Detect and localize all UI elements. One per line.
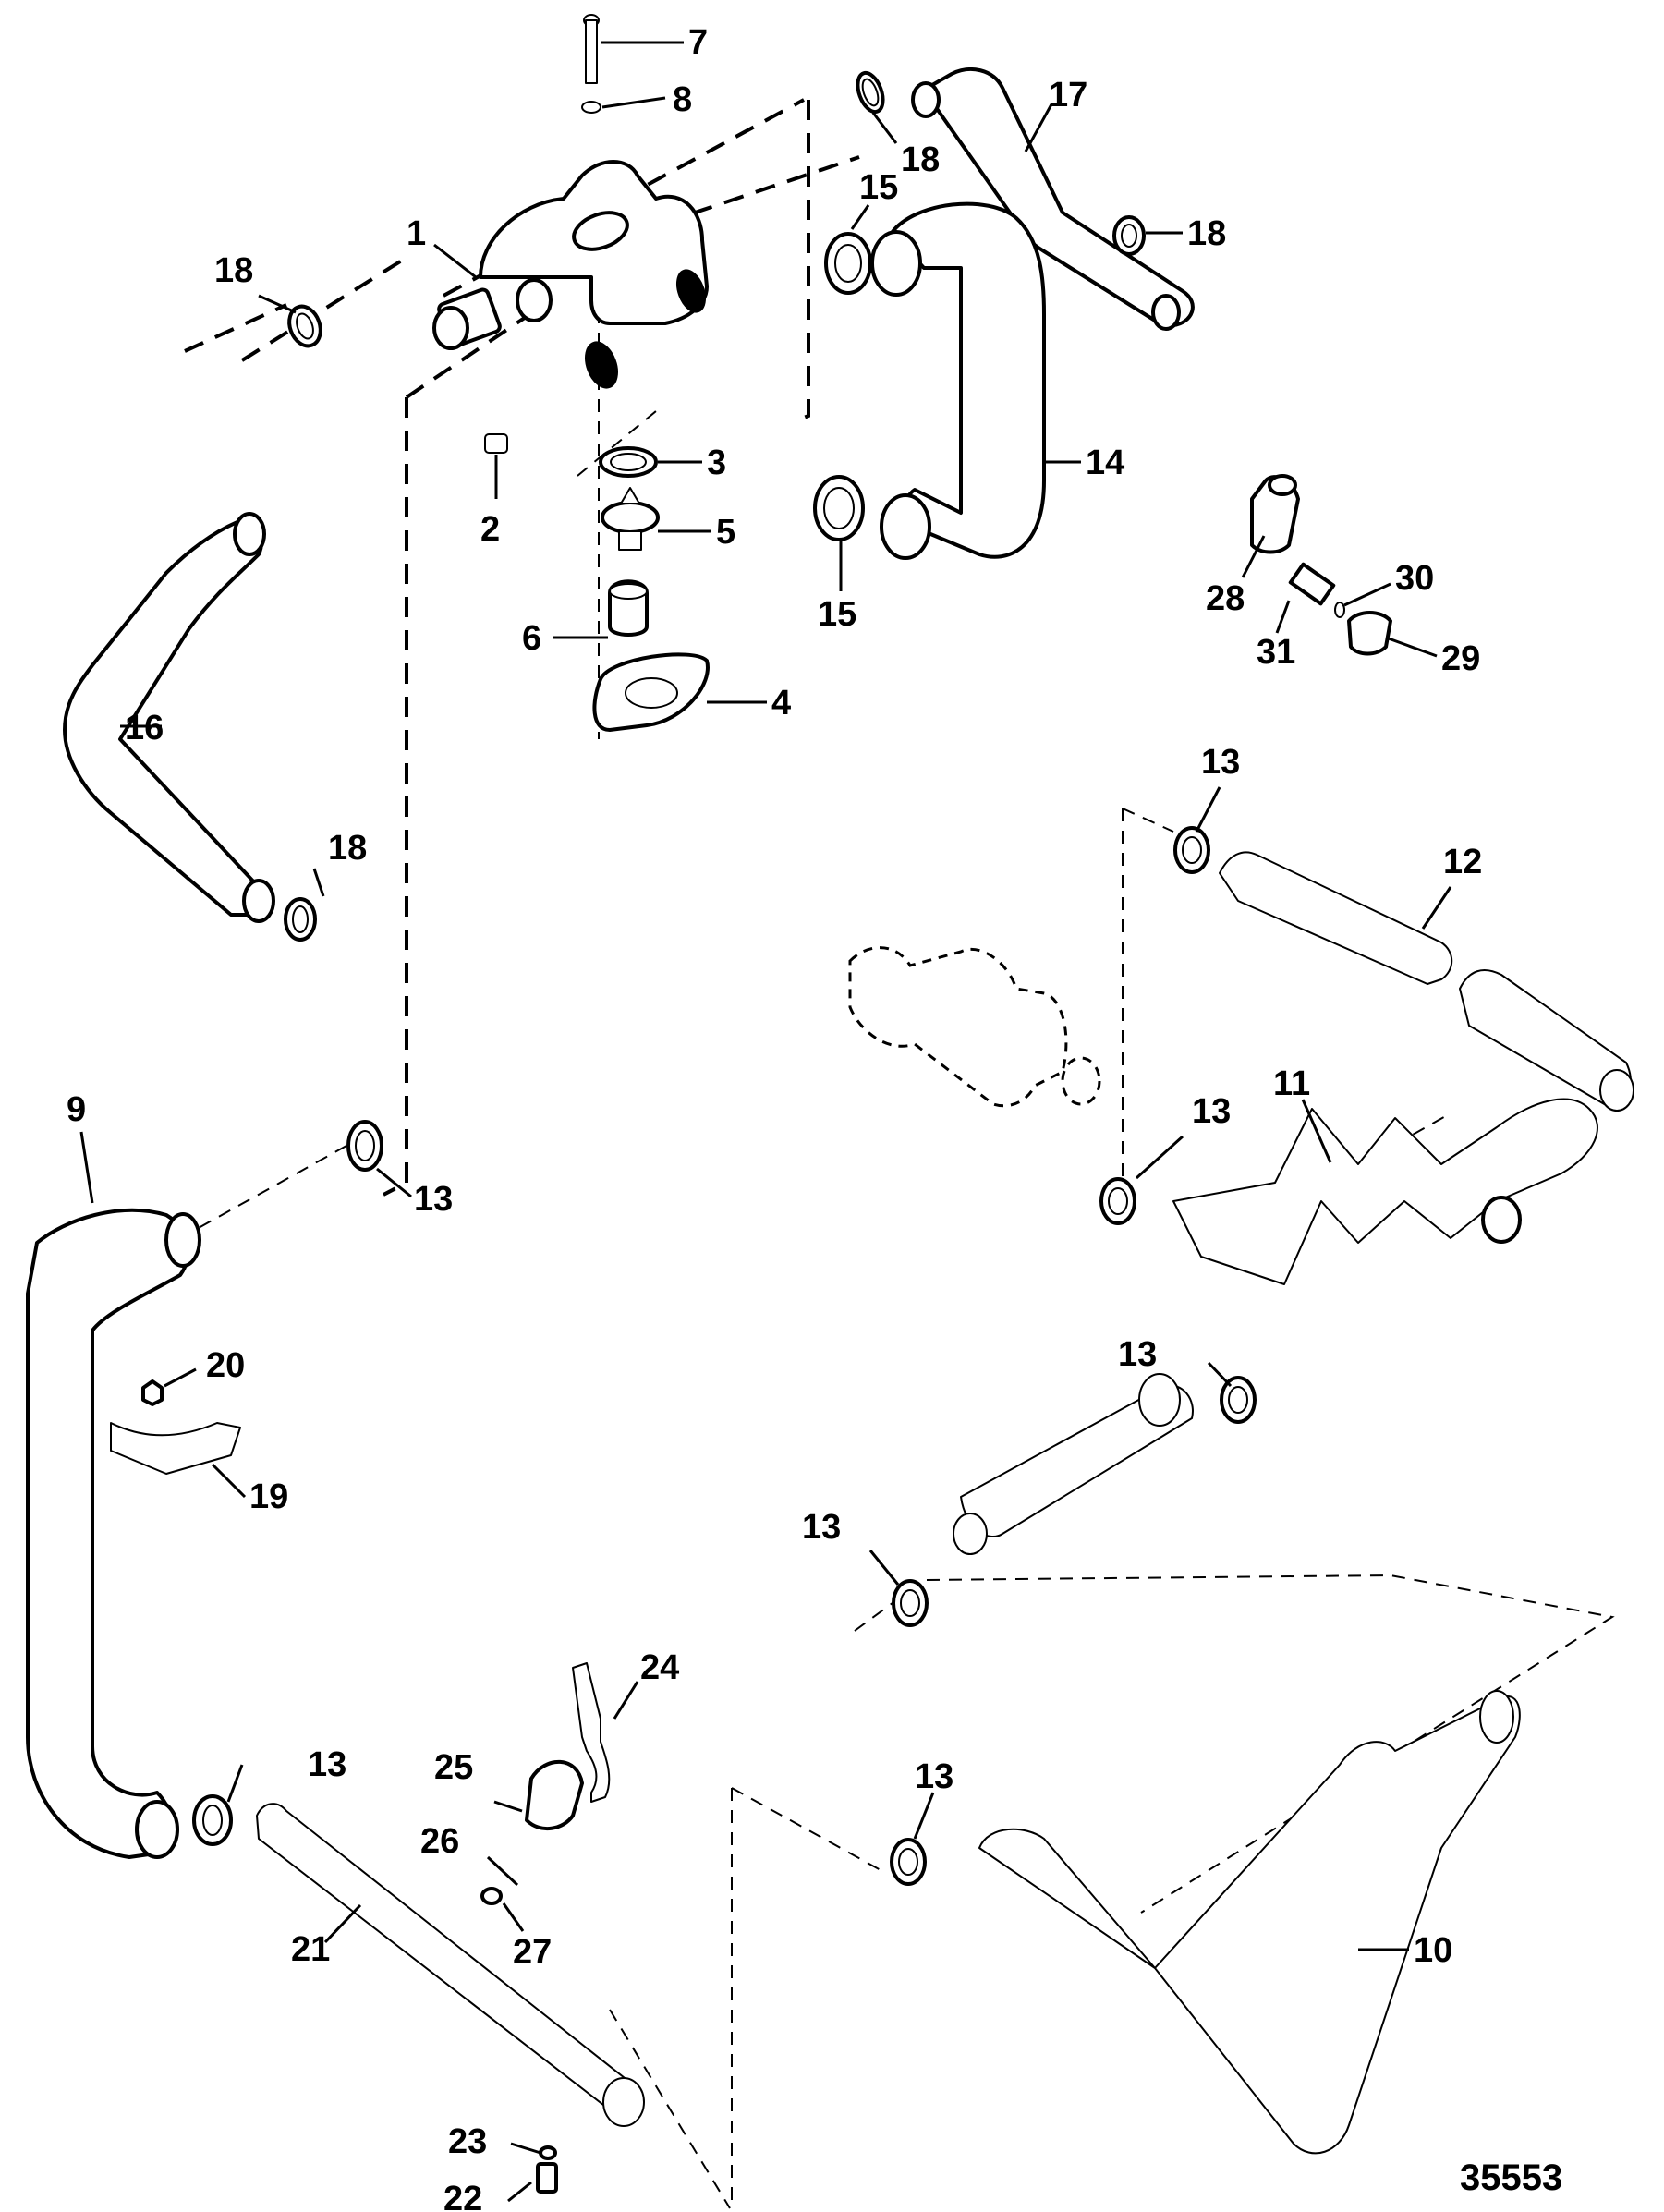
clamp-13-bottom-right[interactable]	[890, 1792, 935, 1886]
clamp-18-lower[interactable]	[284, 868, 325, 942]
callout-18a: 18	[214, 251, 253, 290]
part-fitting[interactable]	[1241, 474, 1300, 578]
callout-labels: 1 2 3 4 5 6 7 8 9 10 11 12 13 13 13 13 1…	[67, 23, 1562, 2212]
part-hose-9[interactable]	[26, 1131, 201, 1859]
part-drain-plug[interactable]	[507, 2162, 558, 2203]
part-thermostat[interactable]	[601, 487, 711, 551]
clamp-18-top[interactable]	[853, 69, 898, 144]
callout-21: 21	[291, 1930, 330, 1969]
clamp-13-left-bottom[interactable]	[192, 1764, 244, 1846]
part-nut-small[interactable]	[480, 1887, 525, 1932]
callout-27: 27	[513, 1933, 552, 1972]
callout-18d: 18	[328, 829, 367, 868]
part-washer-small[interactable]	[1334, 582, 1391, 618]
part-gasket[interactable]	[592, 652, 767, 732]
callout-30: 30	[1395, 559, 1434, 598]
part-nut[interactable]	[141, 1367, 197, 1406]
callout-16: 16	[125, 709, 164, 747]
part-sender[interactable]	[1347, 611, 1438, 658]
part-hose-16[interactable]	[63, 512, 275, 923]
part-thermostat-housing[interactable]	[432, 160, 711, 393]
callout-12: 12	[1443, 843, 1482, 881]
callout-10: 10	[1414, 1931, 1452, 1970]
clamp-18-left[interactable]	[258, 294, 326, 350]
callout-13g: 13	[915, 1757, 953, 1796]
clamp-18-right[interactable]	[1112, 215, 1183, 256]
callout-17: 17	[1049, 76, 1087, 115]
part-plug[interactable]	[484, 433, 508, 499]
part-adapter[interactable]	[1275, 562, 1336, 634]
part-heat-exchanger	[848, 946, 1101, 1108]
figure-number: 35553	[1460, 2157, 1562, 2198]
part-thermostat-sleeve[interactable]	[553, 579, 649, 639]
callout-29: 29	[1441, 639, 1480, 678]
clamp-13-cooler-left[interactable]	[868, 1550, 929, 1627]
callout-18b: 18	[901, 140, 940, 179]
callout-14: 14	[1086, 444, 1124, 482]
callout-20: 20	[206, 1346, 245, 1385]
callout-22: 22	[443, 2180, 482, 2212]
clamp-15-bottom[interactable]	[813, 475, 865, 591]
callout-9: 9	[67, 1090, 86, 1129]
callout-26: 26	[420, 1822, 459, 1861]
callout-25: 25	[434, 1748, 473, 1787]
clamp-13-left-top[interactable]	[346, 1120, 412, 1198]
callout-1: 1	[407, 214, 426, 253]
callout-15b: 15	[818, 595, 856, 634]
part-hose-10[interactable]	[978, 1690, 1521, 2155]
callout-7: 7	[688, 23, 708, 62]
callout-18c: 18	[1187, 214, 1226, 253]
callout-13a: 13	[414, 1180, 453, 1219]
part-hose-11[interactable]	[1172, 1098, 1598, 1285]
part-strap[interactable]	[110, 1422, 247, 1499]
clamp-13-mid-right[interactable]	[1099, 1135, 1184, 1225]
callout-2: 2	[480, 510, 500, 549]
callout-11: 11	[1273, 1064, 1310, 1103]
callout-13d: 13	[1118, 1335, 1157, 1374]
clamp-15-top[interactable]	[824, 204, 872, 295]
callout-24: 24	[640, 1648, 679, 1687]
part-seal[interactable]	[599, 446, 702, 478]
part-hose-14[interactable]	[870, 201, 1081, 560]
callout-19: 19	[249, 1477, 288, 1516]
callout-13b: 13	[1201, 743, 1240, 782]
callout-31: 31	[1257, 633, 1295, 672]
callout-13f: 13	[308, 1745, 346, 1784]
callout-13e: 13	[802, 1508, 841, 1547]
part-oil-cooler	[953, 1373, 1194, 1555]
callout-23: 23	[448, 2122, 487, 2161]
part-hose-12[interactable]	[1219, 851, 1634, 1112]
part-washer[interactable]	[581, 96, 666, 114]
part-clamp[interactable]	[486, 1759, 584, 1887]
callout-4: 4	[771, 684, 791, 723]
part-tube[interactable]	[256, 1803, 645, 2127]
part-bolt[interactable]	[583, 14, 684, 84]
part-o-ring[interactable]	[510, 2142, 557, 2160]
callout-8: 8	[673, 80, 692, 119]
part-bracket[interactable]	[572, 1662, 639, 1803]
clamp-13-cooler-right[interactable]	[1207, 1361, 1257, 1424]
callout-3: 3	[707, 444, 726, 482]
callout-5: 5	[716, 513, 735, 552]
clamp-13-upper-right[interactable]	[1173, 786, 1221, 874]
callout-13c: 13	[1192, 1092, 1231, 1131]
callout-15a: 15	[859, 168, 898, 207]
callout-28: 28	[1206, 579, 1245, 618]
callout-6: 6	[522, 619, 541, 658]
